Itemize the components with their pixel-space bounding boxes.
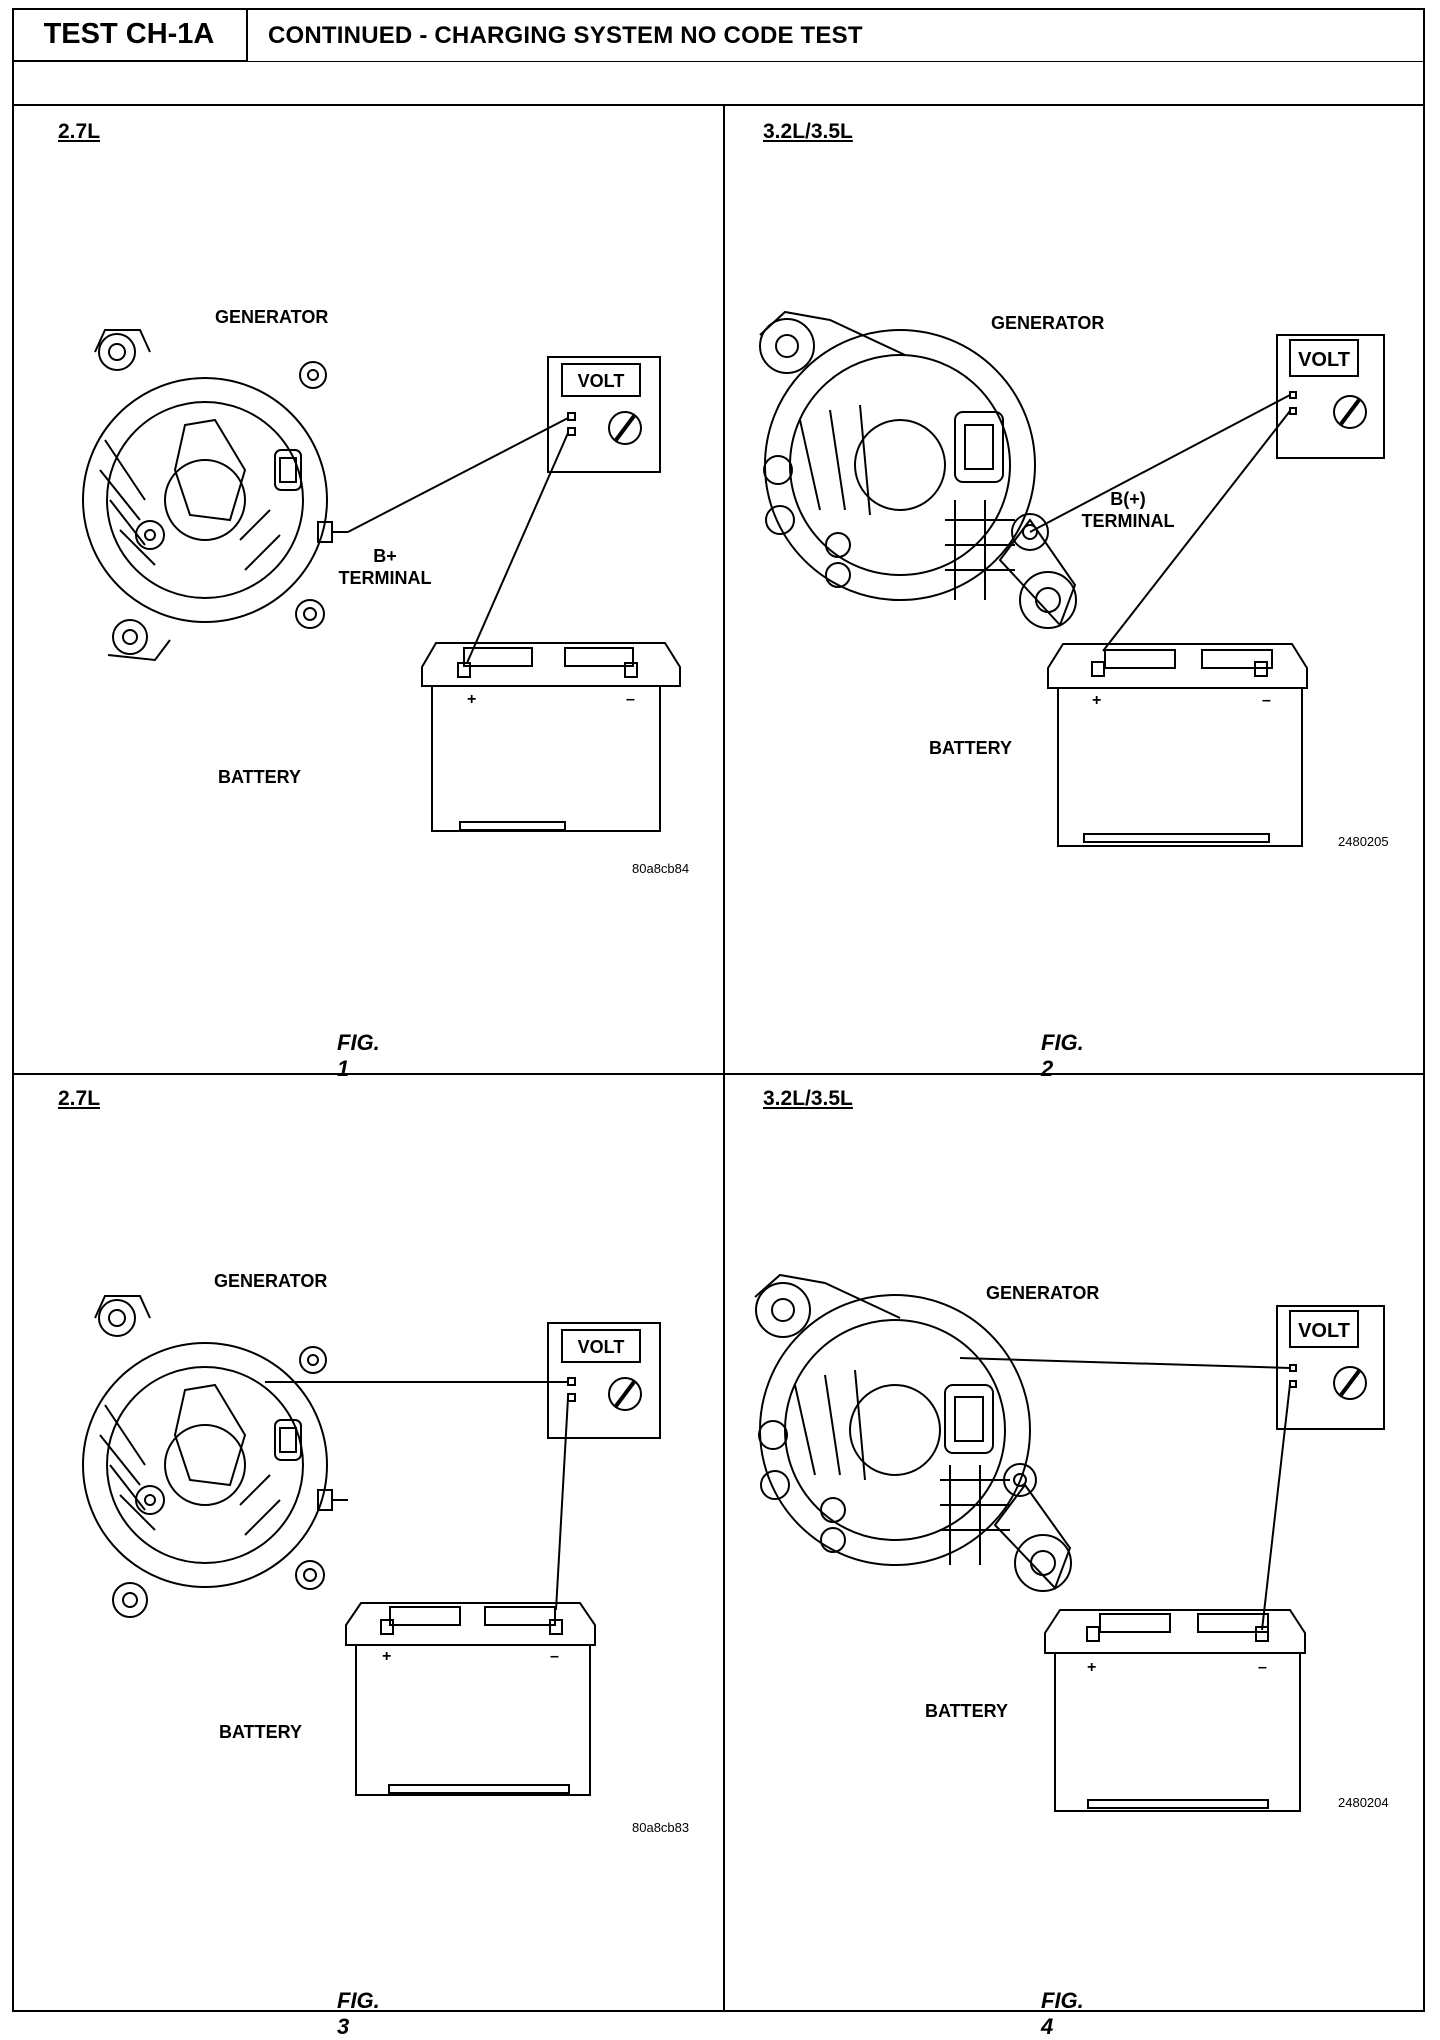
figure-code: 2480204 bbox=[1338, 1795, 1389, 1810]
test-leads bbox=[1029, 394, 1291, 652]
negative-mark: – bbox=[1262, 692, 1271, 709]
negative-mark: – bbox=[1258, 1659, 1267, 1676]
figure-caption: FIG. 1 bbox=[337, 1030, 380, 1081]
generator-drawing bbox=[754, 1273, 1072, 1592]
terminal-label: B+TERMINAL bbox=[338, 546, 432, 588]
generator-drawing bbox=[759, 310, 1077, 629]
figure-code: 80a8cb83 bbox=[632, 1820, 690, 1835]
generator-drawing bbox=[82, 329, 348, 662]
figure-caption: FIG. 2 bbox=[1041, 1030, 1084, 1081]
volt-label: VOLT bbox=[578, 371, 625, 391]
battery-label: BATTERY bbox=[219, 1722, 302, 1742]
terminal-label: B(+)TERMINAL bbox=[1081, 489, 1175, 531]
volt-label: VOLT bbox=[1298, 1320, 1350, 1342]
battery-label: BATTERY bbox=[925, 1701, 1008, 1721]
engine-label: 3.2L/3.5L bbox=[763, 1087, 853, 1110]
volt-label: VOLT bbox=[1298, 349, 1350, 371]
positive-mark: + bbox=[1092, 692, 1101, 709]
figure-code: 80a8cb84 bbox=[632, 861, 690, 876]
engine-label: 2.7L bbox=[58, 1087, 101, 1110]
engine-label: 2.7L bbox=[58, 120, 101, 143]
panel-divider-horizontal bbox=[12, 1073, 1425, 1075]
page-frame bbox=[12, 8, 1425, 2012]
figure-code: 2480205 bbox=[1338, 834, 1389, 849]
positive-mark: + bbox=[382, 1648, 391, 1665]
generator-label: GENERATOR bbox=[986, 1283, 1100, 1303]
header-row bbox=[12, 8, 1425, 106]
volt-label: VOLT bbox=[578, 1337, 625, 1357]
negative-mark: – bbox=[626, 691, 635, 708]
header-divider bbox=[248, 61, 1425, 62]
test-leads bbox=[959, 1357, 1291, 1631]
page-title: CONTINUED - CHARGING SYSTEM NO CODE TEST bbox=[268, 22, 863, 49]
generator-label: GENERATOR bbox=[215, 307, 329, 327]
generator-drawing bbox=[82, 1295, 348, 1618]
positive-mark: + bbox=[467, 691, 476, 708]
negative-mark: – bbox=[550, 1648, 559, 1665]
generator-label: GENERATOR bbox=[214, 1271, 328, 1291]
panel-divider-vertical bbox=[723, 106, 725, 2012]
battery-label: BATTERY bbox=[929, 738, 1012, 758]
battery-label: BATTERY bbox=[218, 767, 301, 787]
battery-drawing bbox=[1047, 643, 1308, 847]
generator-label: GENERATOR bbox=[991, 313, 1105, 333]
test-id-box: TEST CH-1A bbox=[12, 8, 248, 62]
voltmeter-drawing bbox=[547, 356, 661, 473]
positive-mark: + bbox=[1087, 1659, 1096, 1676]
engine-label: 3.2L/3.5L bbox=[763, 120, 853, 143]
battery-drawing bbox=[345, 1602, 596, 1796]
battery-drawing bbox=[1044, 1609, 1306, 1812]
test-leads bbox=[347, 417, 569, 664]
battery-drawing bbox=[421, 642, 681, 832]
test-leads bbox=[265, 1381, 569, 1611]
